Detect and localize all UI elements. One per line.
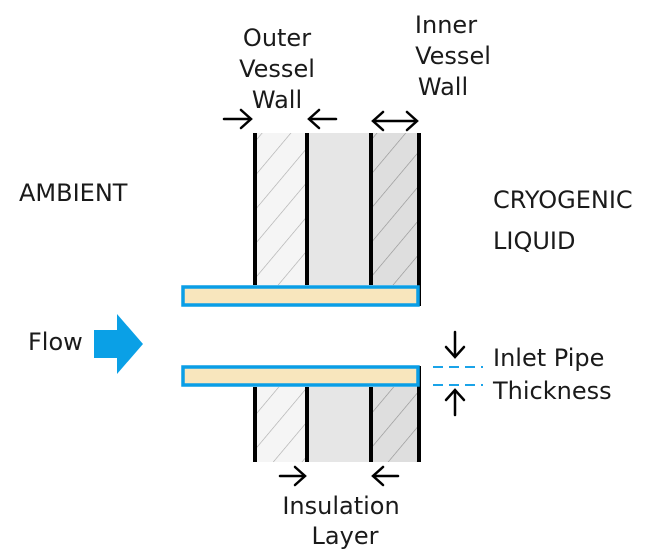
upper-wall-section [253, 133, 421, 306]
outer-wall-arrow-right-icon [222, 108, 253, 130]
insulation-upper [308, 133, 371, 285]
insulation-arrow-left-icon [371, 465, 400, 487]
inner-wall-label-line: Inner [415, 11, 477, 39]
outer-wall-label-line: Wall [252, 86, 302, 114]
flow-label: Flow [28, 328, 83, 356]
insulation-label-line: Layer [312, 522, 379, 550]
inner-wall-label-line: Wall [418, 73, 468, 101]
inner-wall-lower-hatch [371, 387, 419, 462]
pipe-thickness-label-line: Thickness [492, 377, 612, 405]
insulation-label: Insulation Layer [282, 492, 399, 550]
cryogenic-label-line: LIQUID [493, 227, 575, 255]
ambient-label: AMBIENT [19, 179, 128, 207]
inner-wall-label: Inner Vessel Wall [415, 11, 491, 101]
pipe-thickness-label-line: Inlet Pipe [493, 344, 604, 372]
insulation-arrow-right-icon [278, 465, 307, 487]
outer-wall-arrow-left-icon [307, 108, 338, 130]
inlet-pipe-upper [181, 285, 420, 307]
insulation-label-line: Insulation [282, 492, 399, 520]
outer-wall-label-line: Vessel [239, 55, 315, 83]
cryogenic-label-line: CRYOGENIC [493, 186, 633, 214]
thickness-arrow-down-icon [444, 330, 466, 359]
outer-wall-label: Outer Vessel Wall [239, 24, 315, 114]
inner-wall-label-line: Vessel [415, 42, 491, 70]
outer-wall-lower-hatch [254, 387, 308, 462]
outer-wall-label-line: Outer [243, 24, 311, 52]
flow-arrow-icon [94, 314, 143, 374]
outer-wall-upper-hatch [254, 133, 308, 285]
thickness-arrow-up-icon [444, 388, 466, 417]
insulation-lower [308, 387, 371, 462]
inner-wall-upper-hatch [371, 133, 419, 285]
inlet-pipe-lower [181, 365, 420, 387]
inner-wall-double-arrow-icon [371, 110, 419, 132]
lower-wall-section [253, 366, 421, 462]
